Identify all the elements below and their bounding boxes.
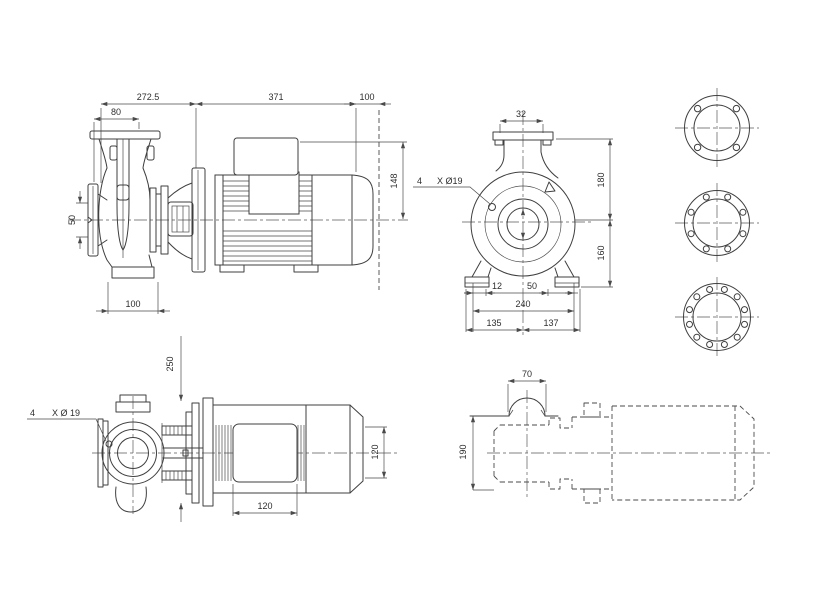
bolt-note-front: 4 X Ø19 <box>413 176 491 205</box>
dim-180: 180 <box>596 172 606 187</box>
bolt-hole <box>732 104 741 113</box>
volute-front <box>470 131 576 277</box>
seal-bracket-top <box>161 402 204 504</box>
phantom-outline <box>493 402 755 504</box>
discharge-flange: 50 <box>67 183 108 257</box>
dim-100-foot: 100 <box>125 299 140 309</box>
bolt-hole <box>693 293 701 301</box>
suction-flange <box>89 130 161 258</box>
volute-side <box>98 167 155 279</box>
bearing-bracket-side <box>149 167 206 273</box>
fan-cover <box>351 174 374 266</box>
dim-120-length-group: 120 <box>232 484 298 516</box>
top-view: 250 4 X Ø <box>27 336 397 522</box>
flange-8-bolt-holes <box>687 193 747 253</box>
bolt-hole <box>488 203 496 211</box>
bolt-hole <box>720 341 728 348</box>
bolt-hole <box>733 293 741 301</box>
bolt-hole <box>732 143 741 152</box>
side-view: 272.5 371 100 80 <box>67 92 408 314</box>
dim-120-length: 120 <box>257 501 272 511</box>
dim-240: 240 <box>515 299 530 309</box>
rotation-arrow <box>544 181 556 193</box>
bolt-hole <box>739 230 747 238</box>
flange-12-hole <box>675 277 759 357</box>
bolt-hole <box>693 104 702 113</box>
dim-250-group: 250 <box>165 336 184 522</box>
dim-250: 250 <box>165 356 175 371</box>
top-port-flange <box>492 131 554 141</box>
bolt-hole <box>687 208 695 216</box>
flange-4-bolt-holes <box>693 104 741 152</box>
dim-50-foot: 50 <box>527 281 537 291</box>
bolt-hole <box>733 333 741 341</box>
dim-180-160-group: 180 160 <box>556 138 613 288</box>
flange-4-hole <box>675 88 759 168</box>
motor-side <box>214 137 374 273</box>
bolt-hole <box>686 306 693 314</box>
dim-135: 135 <box>486 318 501 328</box>
dim-137: 137 <box>543 318 558 328</box>
front-feet <box>464 260 580 288</box>
dim-80-group: 80 <box>93 107 140 182</box>
dim-190-group: 190 <box>458 416 494 491</box>
dim-148-group: 148 <box>300 141 407 219</box>
dim-160: 160 <box>596 245 606 260</box>
bolt-qty: 4 <box>417 176 422 186</box>
dim-190: 190 <box>458 444 468 459</box>
front-bottom-dimensions: 12 50 240 135 137 <box>464 281 581 333</box>
dim-120-height: 120 <box>370 444 380 459</box>
bolt-hole <box>702 245 710 253</box>
motor-rib-lines <box>215 425 305 481</box>
stator-housing <box>232 423 298 483</box>
bolt-qty: 4 <box>30 408 35 418</box>
dim-100-clearance: 100 <box>359 92 374 102</box>
bolt-hole <box>724 245 732 253</box>
terminal-box <box>233 137 299 176</box>
bolt-hole <box>105 440 113 448</box>
bolt-note-top: 4 X Ø 19 <box>27 408 107 442</box>
bolt-hole <box>687 230 695 238</box>
dim-70-group: 70 <box>507 369 547 412</box>
air-vent-plug <box>116 184 130 201</box>
bolt-hole <box>720 286 728 293</box>
pump-top <box>97 394 204 513</box>
bolt-hole <box>693 333 701 341</box>
dim-32-group: 32 <box>499 109 544 133</box>
flange-views <box>675 88 759 357</box>
dim-272-5: 272.5 <box>137 92 160 102</box>
dim-148: 148 <box>389 173 399 188</box>
fan-cover-top <box>349 404 364 494</box>
bolt-hole <box>706 341 714 348</box>
flange-12-bolt-holes <box>686 286 748 348</box>
bolt-hole <box>693 143 702 152</box>
bolt-dia: X Ø19 <box>437 176 463 186</box>
front-view: 32 4 X Ø19 <box>413 109 613 335</box>
bolt-dia: X Ø 19 <box>52 408 80 418</box>
port-dome <box>469 397 559 417</box>
dim-120-height-group: 120 <box>365 426 387 479</box>
lantern-flange <box>191 167 206 273</box>
motor-top <box>202 397 364 507</box>
dim-100-foot-group: 100 <box>96 282 170 314</box>
bolt-hole <box>686 320 693 328</box>
dim-80: 80 <box>111 107 121 117</box>
bolt-hole <box>702 193 710 201</box>
outline-view: 70 190 <box>458 369 772 504</box>
dim-70: 70 <box>522 369 532 379</box>
dim-371: 371 <box>268 92 283 102</box>
bolt-hole <box>724 193 732 201</box>
terminal-box-base <box>248 171 300 215</box>
dim-32: 32 <box>516 109 526 119</box>
bolt-hole <box>741 306 748 314</box>
pump-foot <box>111 266 155 279</box>
dim-50-port: 50 <box>67 215 77 225</box>
bolt-hole <box>741 320 748 328</box>
bolt-hole <box>739 208 747 216</box>
flange-8-hole <box>675 183 759 263</box>
dim-12: 12 <box>492 281 502 291</box>
bolt-hole <box>706 286 714 293</box>
